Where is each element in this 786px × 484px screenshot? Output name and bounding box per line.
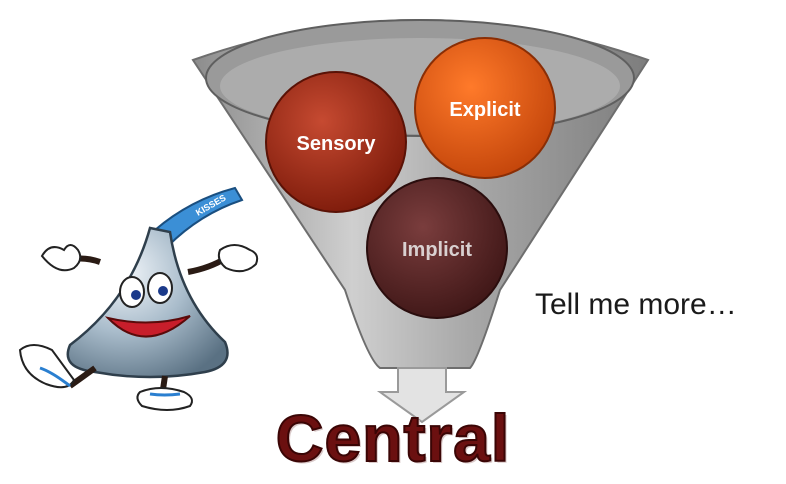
circle-sensory: Sensory (265, 71, 407, 213)
central-label: Central (275, 400, 511, 476)
down-arrow-icon (376, 367, 468, 424)
circle-explicit: Explicit (414, 37, 556, 179)
central-label-wrap: Central (0, 400, 786, 476)
circle-explicit-label: Explicit (449, 99, 520, 121)
kiss-mascot-image: KISSES (18, 186, 259, 411)
tell-me-more-text: Tell me more… (535, 288, 737, 321)
circle-implicit: Implicit (366, 177, 508, 319)
circle-sensory-label: Sensory (297, 133, 377, 155)
circle-implicit-label: Implicit (402, 239, 472, 261)
